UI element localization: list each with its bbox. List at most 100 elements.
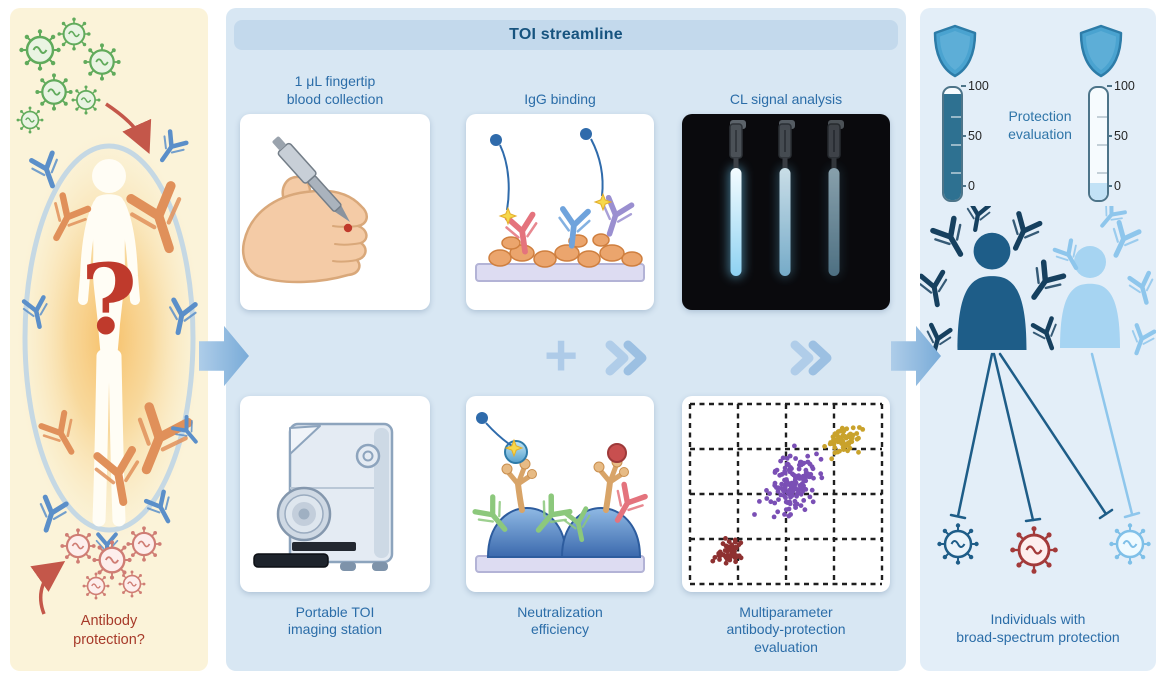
- antibody-icon: [153, 130, 188, 166]
- card-label-blood: 1 μL fingertip blood collection: [286, 73, 384, 107]
- card-multiparameter-scatter: [682, 396, 890, 592]
- gauge-tick-mark: [961, 135, 966, 137]
- signal-star-icon: [498, 206, 518, 226]
- gauge-tick-line: [1096, 116, 1107, 118]
- gauge-fill: [944, 93, 961, 200]
- protection-gauge-high: [942, 86, 963, 202]
- middle-panel: TOI streamline 1 μL fingertip blood coll…: [226, 8, 906, 671]
- pipette-icon: [272, 136, 350, 222]
- sample-tray: [253, 553, 329, 568]
- antibody-icon: [920, 272, 950, 307]
- imaging-station-illustration: [253, 422, 394, 571]
- virus-particle-red: [607, 443, 627, 463]
- antibody-icon: [1126, 325, 1156, 357]
- virus-icon: [70, 84, 102, 116]
- virus-icon: [125, 525, 163, 563]
- detection-conjugate: [476, 412, 524, 458]
- gauge-tick-line: [1096, 172, 1107, 174]
- virus-icon: [18, 28, 62, 72]
- station-chamfer: [289, 425, 321, 455]
- virus-cluster-green: [15, 16, 122, 135]
- station-port: [355, 443, 381, 469]
- left-caption: Antibody protection?: [73, 613, 145, 648]
- gauge-tick-label: 100: [968, 79, 989, 93]
- station-foot: [372, 562, 388, 571]
- virus-icon: [81, 571, 111, 601]
- antibody-icon: [1104, 222, 1141, 261]
- virus-icon: [117, 569, 147, 599]
- shield-icon: [1079, 24, 1123, 78]
- igg-binding-illustration: [475, 128, 645, 282]
- signal-star-icon: [593, 192, 613, 212]
- curved-arrow-icon: [105, 102, 152, 154]
- station-port-inner: [362, 450, 374, 462]
- gauge-tick-line: [950, 144, 961, 146]
- hand: [241, 189, 368, 284]
- gauge-tick-mark: [961, 185, 966, 187]
- card-neutralization: [466, 396, 654, 592]
- card-imaging-station: [240, 396, 430, 592]
- card-label-multiparameter: Multiparameter antibody-protection evalu…: [726, 604, 846, 655]
- spike-protein: [505, 465, 533, 513]
- gauge-tick-label: 50: [1114, 129, 1128, 143]
- gauge-tick-line: [1096, 144, 1107, 146]
- detection-conjugate: [490, 134, 518, 226]
- antibody-question-illustration: [15, 16, 208, 615]
- protection-arc: [22, 143, 196, 533]
- cl-strip-bright: [728, 120, 746, 278]
- gauge-tick-mark: [1107, 135, 1112, 137]
- sample-slot: [292, 542, 356, 551]
- inhibition-line-light: [1090, 352, 1141, 519]
- antigen-blobs: [488, 233, 643, 268]
- plus-icon: +: [544, 323, 578, 388]
- assay-surface: [475, 555, 645, 573]
- virus-icon: [34, 72, 74, 112]
- scatter-plot: [688, 402, 884, 586]
- gauge-tick-label: 50: [968, 129, 982, 143]
- antibody-icon: [964, 206, 990, 232]
- person-icon: [1060, 246, 1120, 348]
- human-silhouette: [78, 159, 140, 527]
- gauge-tick-mark: [961, 85, 966, 87]
- cl-strip-medium: [777, 120, 795, 278]
- virus-icon: [91, 539, 133, 581]
- detection-conjugate: [580, 128, 613, 212]
- card-blood-collection: [240, 114, 430, 310]
- inhibition-lines-dark: [949, 352, 1114, 523]
- antibody-icon: [1022, 261, 1065, 305]
- assay-surface: [475, 263, 645, 282]
- signal-star-icon: [504, 438, 524, 458]
- protection-evaluation-label: Protection evaluation: [1008, 108, 1072, 142]
- toi-streamline-title: TOI streamline: [509, 26, 623, 43]
- cl-strips-illustration: [728, 120, 844, 278]
- protected-individuals-illustration: [920, 206, 1156, 576]
- dashed-grid: [688, 402, 884, 586]
- gauge-tick-mark: [1107, 185, 1112, 187]
- lens-cylinder: [276, 486, 332, 542]
- virus-icon: [1008, 524, 1060, 576]
- gauge-tick-label: 0: [968, 179, 975, 193]
- left-panel: ? Antibody protection?: [10, 8, 208, 671]
- question-mark: ?: [80, 243, 138, 356]
- neutralization-illustration: [466, 412, 654, 573]
- cl-strip-dim: [826, 120, 844, 278]
- card-label-igg: IgG binding: [524, 90, 596, 107]
- station-foot: [340, 562, 356, 571]
- virus-icon: [15, 105, 45, 135]
- gauge-fill: [1090, 183, 1107, 200]
- right-caption: Individuals with broad-spectrum protecti…: [956, 611, 1120, 646]
- cell-dome: [560, 506, 642, 558]
- curved-arrow-icon: [30, 560, 66, 615]
- virus-icon: [936, 522, 980, 566]
- virus-icon: [82, 42, 122, 82]
- spike-protein: [597, 463, 625, 513]
- card-label-cl: CL signal analysis: [729, 90, 843, 107]
- virus-icon: [56, 16, 92, 52]
- antibody-icon: [1031, 318, 1063, 352]
- hand-pipette-illustration: [241, 136, 368, 284]
- chevron-right-icon: [790, 340, 832, 376]
- virus-icon: [59, 527, 97, 565]
- card-label-station: Portable TOI imaging station: [287, 604, 383, 638]
- card-cl-signal: [682, 114, 890, 310]
